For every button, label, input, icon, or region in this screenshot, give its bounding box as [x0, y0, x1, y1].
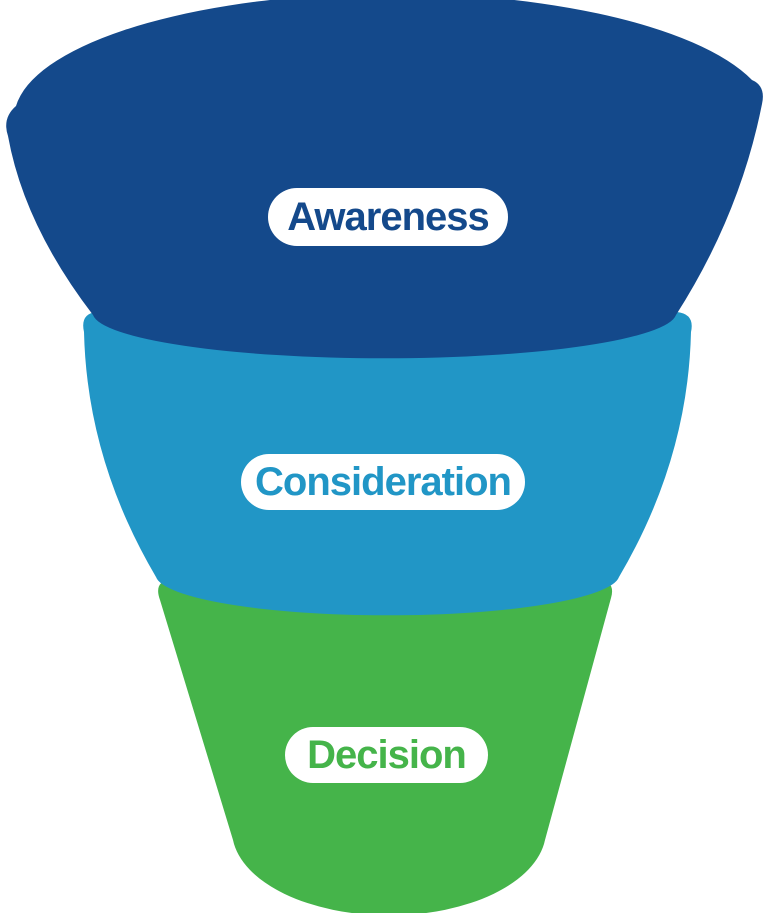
stage-label-decision: Decision — [307, 733, 467, 777]
stage-label-awareness: Awareness — [287, 195, 490, 239]
stage-shape-awareness — [6, 0, 763, 359]
stage-label-pill-decision: Decision — [285, 727, 488, 783]
stage-label-pill-awareness: Awareness — [268, 188, 508, 246]
stage-label-pill-consideration: Consideration — [241, 454, 525, 510]
stage-label-consideration: Consideration — [255, 460, 512, 504]
